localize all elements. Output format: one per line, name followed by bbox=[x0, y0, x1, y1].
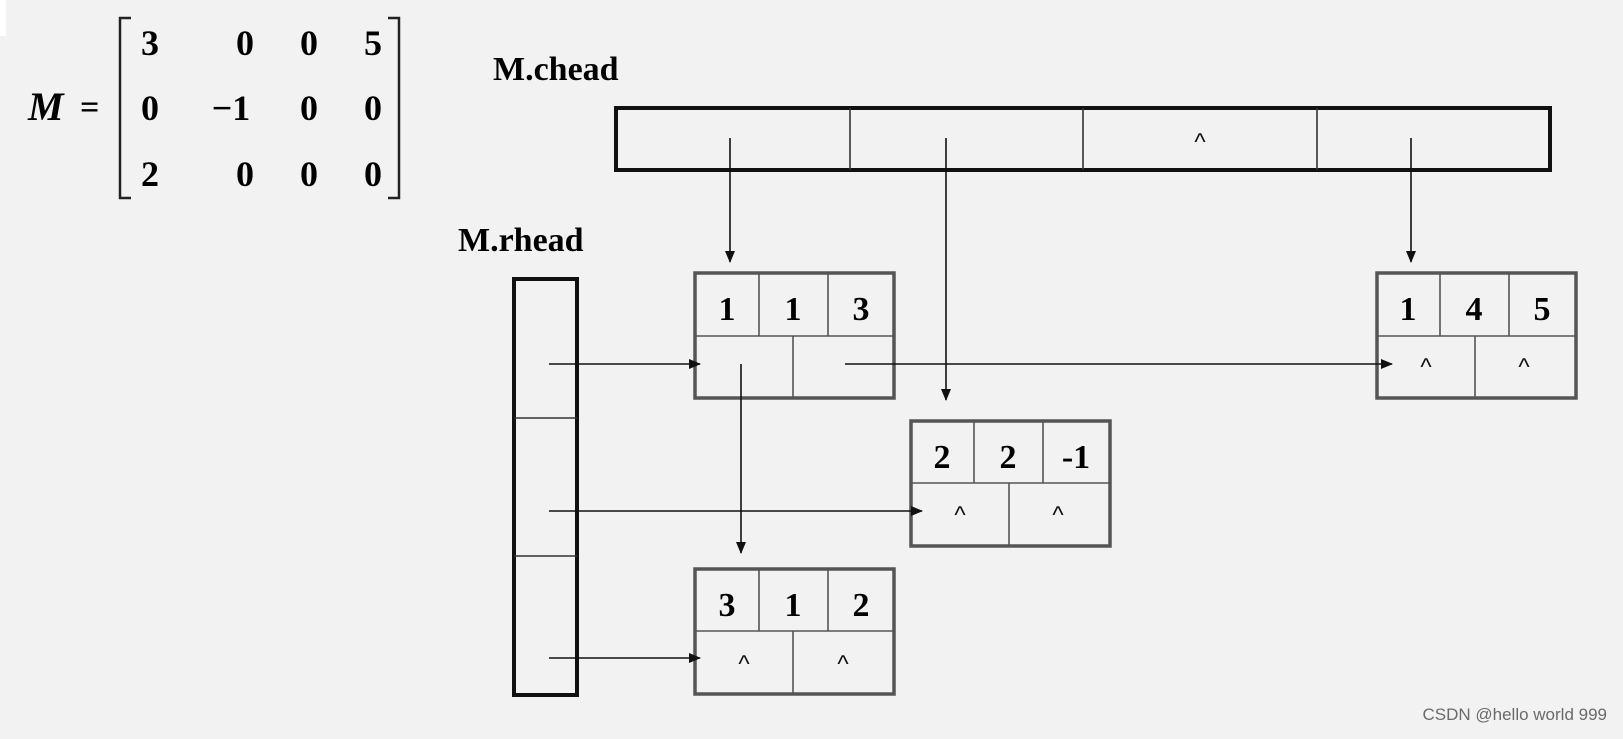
matrix-cell: 0 bbox=[300, 23, 318, 63]
matrix-left-bracket bbox=[118, 16, 131, 200]
watermark: CSDN @hello world 999 bbox=[1422, 705, 1607, 724]
matrix-cell: 0 bbox=[236, 154, 254, 194]
matrix-cell: 0 bbox=[364, 88, 382, 128]
rhead-label: M.rhead bbox=[458, 222, 584, 259]
matrix-cell: 0 bbox=[364, 154, 382, 194]
node-row: 1 bbox=[719, 291, 736, 328]
matrix-cell: 0 bbox=[300, 154, 318, 194]
matrix-cell: 3 bbox=[141, 23, 159, 63]
node-col: 1 bbox=[785, 291, 802, 328]
null-pointer: ^ bbox=[837, 651, 849, 678]
null-pointer: ^ bbox=[1052, 502, 1064, 529]
chead-label: M.chead bbox=[493, 51, 619, 88]
node-2-2: 2 2 -1 ^ ^ bbox=[909, 419, 1112, 548]
node-col: 4 bbox=[1466, 291, 1483, 328]
null-pointer: ^ bbox=[1518, 354, 1530, 381]
null-pointer: ^ bbox=[954, 502, 966, 529]
node-value: 5 bbox=[1534, 291, 1551, 328]
node-row: 1 bbox=[1400, 291, 1417, 328]
null-pointer: ^ bbox=[1194, 129, 1206, 156]
node-col: 1 bbox=[785, 587, 802, 624]
matrix-cell: 2 bbox=[141, 154, 159, 194]
node-3-1: 3 1 2 ^ ^ bbox=[693, 567, 896, 696]
top-left-white-strip bbox=[0, 0, 6, 36]
matrix-cell: 0 bbox=[236, 23, 254, 63]
node-1-4: 1 4 5 ^ ^ bbox=[1375, 271, 1578, 400]
node-row: 2 bbox=[934, 439, 951, 476]
node-value: 2 bbox=[853, 587, 870, 624]
matrix-name: M bbox=[27, 84, 65, 129]
matrix-cell: −1 bbox=[212, 88, 251, 128]
pointer-arrows bbox=[549, 138, 1416, 663]
row-head-array bbox=[512, 277, 579, 697]
matrix-right-bracket bbox=[388, 16, 401, 200]
matrix-cell: 0 bbox=[300, 88, 318, 128]
matrix-equals-sign: = bbox=[80, 89, 99, 126]
node-value: 3 bbox=[853, 291, 870, 328]
matrix-cell: 5 bbox=[364, 23, 382, 63]
node-1-1: 1 1 3 bbox=[693, 271, 896, 400]
rhead-outline bbox=[512, 277, 579, 697]
column-head-array: ^ bbox=[614, 106, 1552, 172]
node-col: 2 bbox=[1000, 439, 1017, 476]
matrix-definition: M = 3 0 0 5 0 −1 0 0 2 0 0 0 bbox=[27, 16, 401, 200]
null-pointer: ^ bbox=[1420, 354, 1432, 381]
matrix-cell: 0 bbox=[141, 88, 159, 128]
node-row: 3 bbox=[719, 587, 736, 624]
null-pointer: ^ bbox=[738, 651, 750, 678]
node-value: -1 bbox=[1062, 439, 1090, 476]
